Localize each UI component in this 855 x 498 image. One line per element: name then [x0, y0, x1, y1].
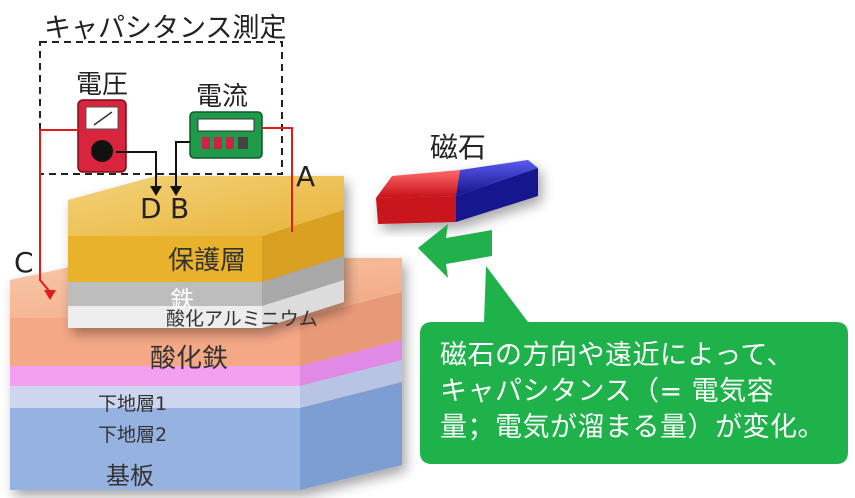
protective-top-face — [68, 176, 344, 236]
black-wires — [116, 141, 190, 188]
arrow-d — [150, 186, 162, 196]
callout-line-2: キャパシタンス（= 電気容 — [440, 376, 775, 407]
voltage-label: 電圧 — [76, 70, 129, 100]
underlayer1-front — [10, 366, 300, 386]
iron-front — [68, 282, 262, 306]
callout-line-1: 磁石の方向や遠近によって、 — [440, 340, 794, 371]
underlayer1-side — [300, 340, 402, 386]
measurement-title: キャパシタンス測定 — [44, 13, 287, 44]
green-arrow-icon — [418, 224, 492, 278]
layer-iron-oxide-label: 酸化鉄 — [150, 344, 229, 374]
protective-front — [68, 236, 262, 282]
layer-substrate-label: 基板 — [106, 462, 154, 490]
terminal-c-label: C — [14, 246, 34, 279]
measurement-box — [39, 41, 283, 175]
magnet-label: 磁石 — [430, 131, 487, 164]
terminal-d-label: D — [140, 192, 162, 225]
terminal-a-label: A — [296, 160, 316, 193]
terminal-b-label: B — [170, 192, 190, 225]
underlayer2-side — [300, 360, 402, 408]
current-label: 電流 — [196, 82, 249, 112]
underlayer2-front — [10, 386, 300, 408]
substrate-front — [10, 408, 300, 490]
red-wires — [39, 127, 293, 293]
iron-side — [262, 256, 344, 306]
alumina-side — [262, 280, 344, 328]
layer-iron-label: 鉄 — [170, 286, 194, 314]
upper-stack — [68, 176, 344, 328]
callout-bubble — [420, 266, 848, 464]
alumina-front — [68, 306, 262, 328]
layer-alumina-label: 酸化アルミニウム — [166, 308, 318, 330]
callout-line-3: 量；電気が溜まる量）が変化。 — [440, 412, 825, 443]
magnet-icon — [376, 160, 538, 224]
arrow-c — [44, 290, 56, 300]
layer-underlayer1-label: 下地層1 — [98, 393, 168, 415]
ammeter-icon — [189, 111, 263, 159]
layer-protective-label: 保護層 — [168, 246, 247, 276]
iron-oxide-side — [300, 292, 402, 366]
layer-underlayer2-label: 下地層2 — [98, 424, 168, 446]
voltmeter-icon — [77, 99, 127, 173]
protective-side — [262, 210, 344, 282]
iron-oxide-front — [10, 318, 300, 366]
arrow-b — [170, 186, 182, 196]
substrate-side — [300, 382, 402, 490]
